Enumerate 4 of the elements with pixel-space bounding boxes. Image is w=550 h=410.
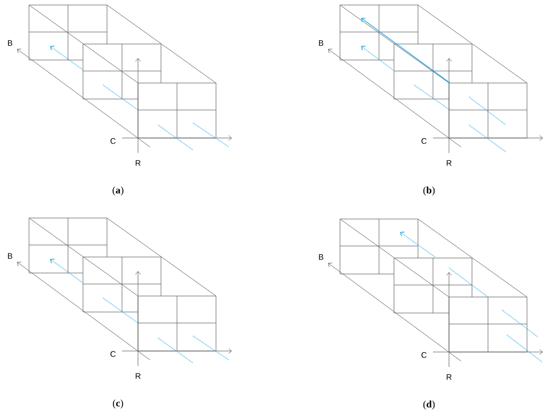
subfigure-label: (c) xyxy=(112,399,124,409)
subfigure-label: (b) xyxy=(423,186,435,196)
subfigure-label: (a) xyxy=(112,186,124,196)
subfigure-label: (d) xyxy=(423,400,435,410)
